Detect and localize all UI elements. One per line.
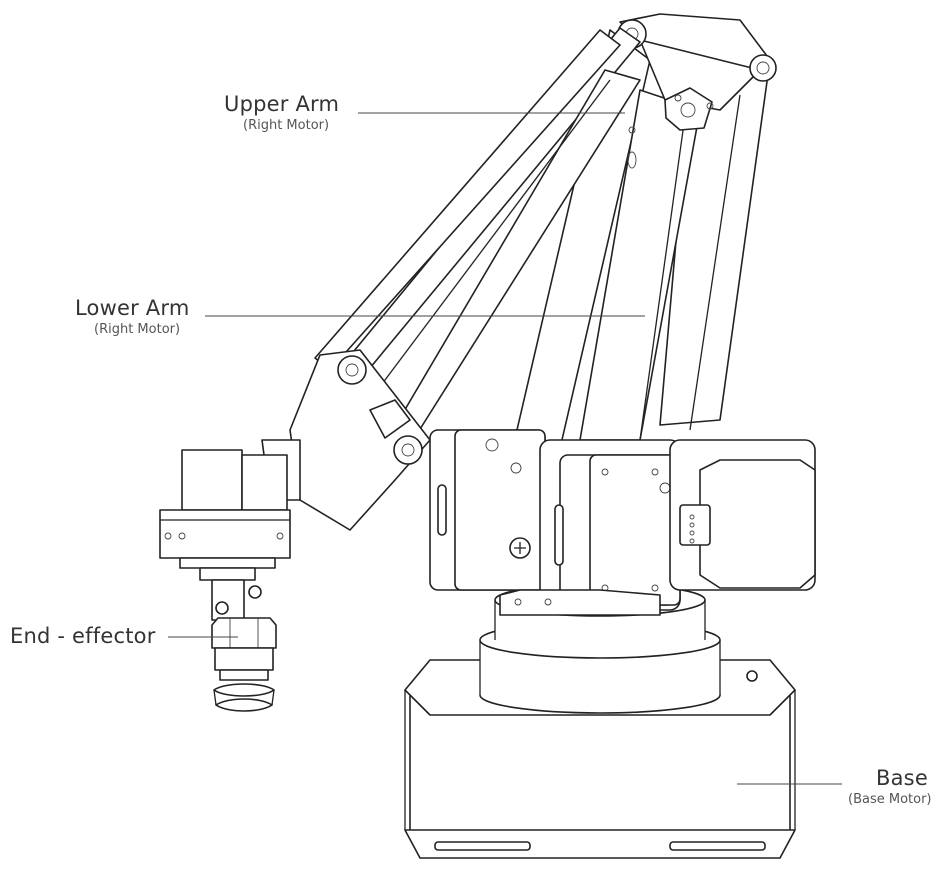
- end-effector-label: End - effector: [10, 624, 156, 648]
- base-motor: (Base Motor): [848, 792, 932, 807]
- end-effector-title: End - effector: [10, 624, 156, 648]
- upper-arm-motor: (Right Motor): [243, 118, 330, 133]
- base-label: Base (Base Motor): [848, 766, 932, 807]
- end-effector-bracket: [159, 349, 431, 621]
- base-motor-mount: [499, 589, 661, 616]
- lower-arm-motor: (Right Motor): [94, 322, 181, 337]
- upper-arm-label: Upper Arm (Right Motor): [224, 92, 339, 133]
- lower-arm-title: Lower Arm: [75, 296, 190, 320]
- base-title: Base: [876, 766, 928, 790]
- lower-arm-links: [314, 27, 641, 446]
- upper-arm-title: Upper Arm: [224, 92, 340, 116]
- left-motor: [669, 439, 816, 591]
- right-motor: [429, 429, 546, 591]
- upper-arm: [509, 13, 777, 471]
- suction-cup: [211, 617, 277, 712]
- joint-motor: [539, 439, 681, 611]
- lower-arm-label: Lower Arm (Right Motor): [75, 296, 189, 337]
